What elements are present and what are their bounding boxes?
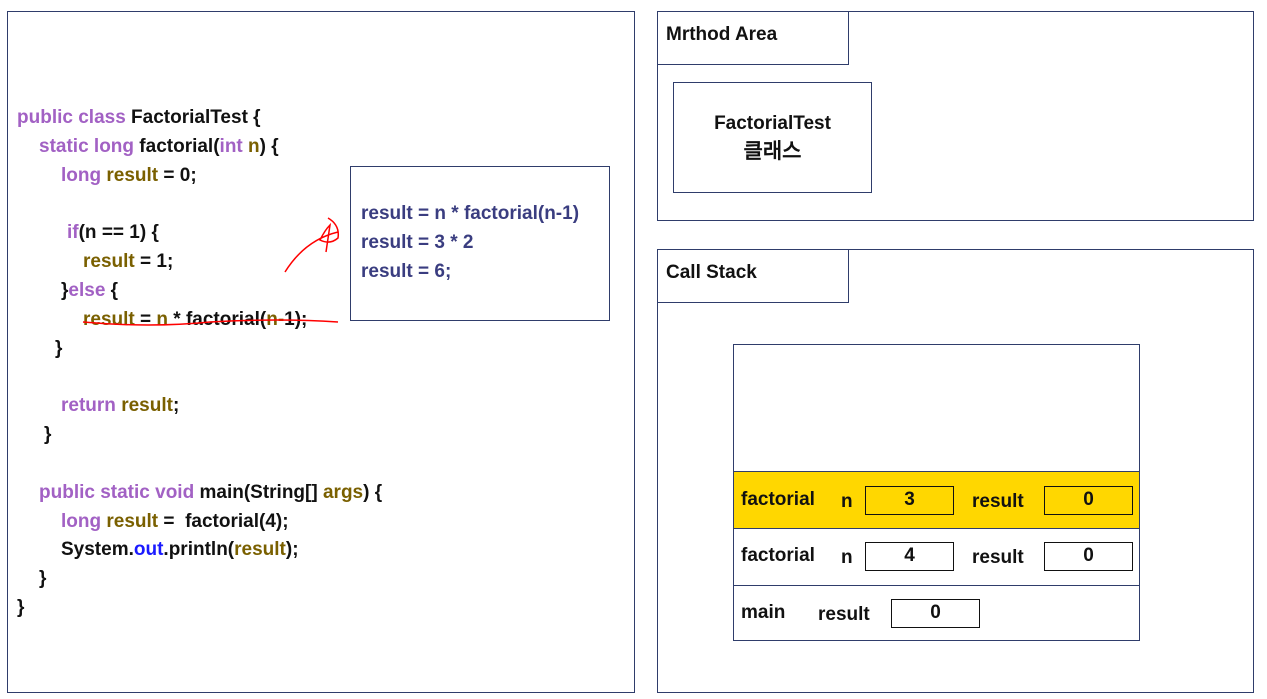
code-token-var: n [156, 309, 169, 330]
code-line: }else { [61, 280, 118, 302]
code-panel: public class FactorialTest { static long … [7, 11, 635, 693]
code-line: } [17, 597, 24, 619]
frame-name: factorial [741, 545, 815, 566]
code-token-plain: = 1; [134, 251, 174, 272]
code-line: } [44, 424, 51, 446]
note-line: result = 3 * 2 [361, 232, 474, 253]
code-line: result = 1; [83, 251, 173, 273]
code-line: long result = factorial(4); [61, 511, 289, 533]
result-label: result [972, 547, 1024, 568]
class-name: FactorialTest [714, 113, 831, 134]
n-label: n [841, 547, 853, 568]
code-line: long result = 0; [61, 165, 197, 187]
code-token-plain: } [61, 280, 69, 301]
code-token-var: args [322, 482, 364, 503]
class-label: 클래스 [743, 140, 802, 163]
code-token-plain: factorial( [139, 136, 220, 157]
code-token-plain: { [105, 280, 119, 301]
code-token-var: result [106, 165, 159, 186]
class-box: FactorialTest 클래스 [673, 82, 872, 193]
frame-name: main [741, 602, 786, 623]
result-value: 0 [1044, 542, 1133, 571]
code-token-var: result [121, 395, 173, 416]
result-label: result [972, 491, 1024, 512]
stack-box: factorial n 3 result 0 factorial n 4 res… [733, 344, 1140, 641]
code-token-var: result [106, 511, 159, 532]
code-line: public class FactorialTest { [17, 107, 261, 129]
code-token-var: result [234, 539, 286, 560]
code-token-plain: } [39, 568, 47, 589]
code-token-plain: ) { [259, 136, 279, 157]
note-line: result = n * factorial(n-1) [361, 203, 580, 224]
code-token-plain: .println( [163, 539, 235, 560]
stack-frame-factorial: factorial n 4 result 0 [734, 528, 1139, 585]
code-line: if(n == 1) { [67, 222, 159, 244]
result-value: 0 [1044, 486, 1133, 515]
code-line: } [39, 568, 46, 590]
code-token-kw: else [68, 280, 106, 301]
n-value: 4 [865, 542, 954, 571]
code-token-plain: = [134, 309, 157, 330]
frame-name: factorial [741, 489, 815, 510]
result-label: result [818, 604, 870, 625]
code-token-kw: int [219, 136, 249, 157]
code-token-plain: ); [285, 539, 299, 560]
call-stack-title: Call Stack [657, 249, 849, 303]
method-area-title: Mrthod Area [657, 11, 849, 65]
code-token-field: out [133, 539, 164, 560]
code-token-plain: * factorial( [168, 309, 267, 330]
code-token-plain: FactorialTest { [131, 107, 261, 128]
result-value: 0 [891, 599, 980, 628]
code-line: System.out.println(result); [61, 539, 299, 561]
note-line: result = 6; [361, 261, 452, 282]
code-token-plain: (n == 1) { [78, 222, 159, 243]
code-token-plain: main(String[] [199, 482, 323, 503]
stack-frame-main: main result 0 [734, 585, 1139, 640]
code-token-kw: return [61, 395, 122, 416]
code-token-kw: public class [17, 107, 132, 128]
code-token-plain: } [17, 597, 25, 618]
code-line: public static void main(String[] args) { [39, 482, 382, 504]
code-token-var: result [83, 251, 135, 272]
code-token-plain: } [55, 338, 63, 359]
code-line: static long factorial(int n) { [39, 136, 279, 158]
code-token-plain: } [44, 424, 52, 445]
code-token-plain: = factorial(4); [158, 511, 289, 532]
code-token-var: n [248, 136, 260, 157]
code-token-plain: ; [172, 395, 180, 416]
code-token-kw: if [67, 222, 79, 243]
result-note-box: result = n * factorial(n-1) result = 3 *… [350, 166, 610, 321]
code-token-plain: = 0; [158, 165, 197, 186]
code-line: return result; [61, 395, 179, 417]
stack-frame-factorial-active: factorial n 3 result 0 [734, 471, 1139, 528]
code-token-kw: static long [39, 136, 140, 157]
code-token-kw: public static void [39, 482, 200, 503]
code-token-kw: long [61, 511, 107, 532]
code-token-plain: System. [61, 539, 134, 560]
code-token-kw: long [61, 165, 107, 186]
code-token-plain: ) { [363, 482, 383, 503]
n-label: n [841, 491, 853, 512]
n-value: 3 [865, 486, 954, 515]
code-line: } [55, 338, 62, 360]
